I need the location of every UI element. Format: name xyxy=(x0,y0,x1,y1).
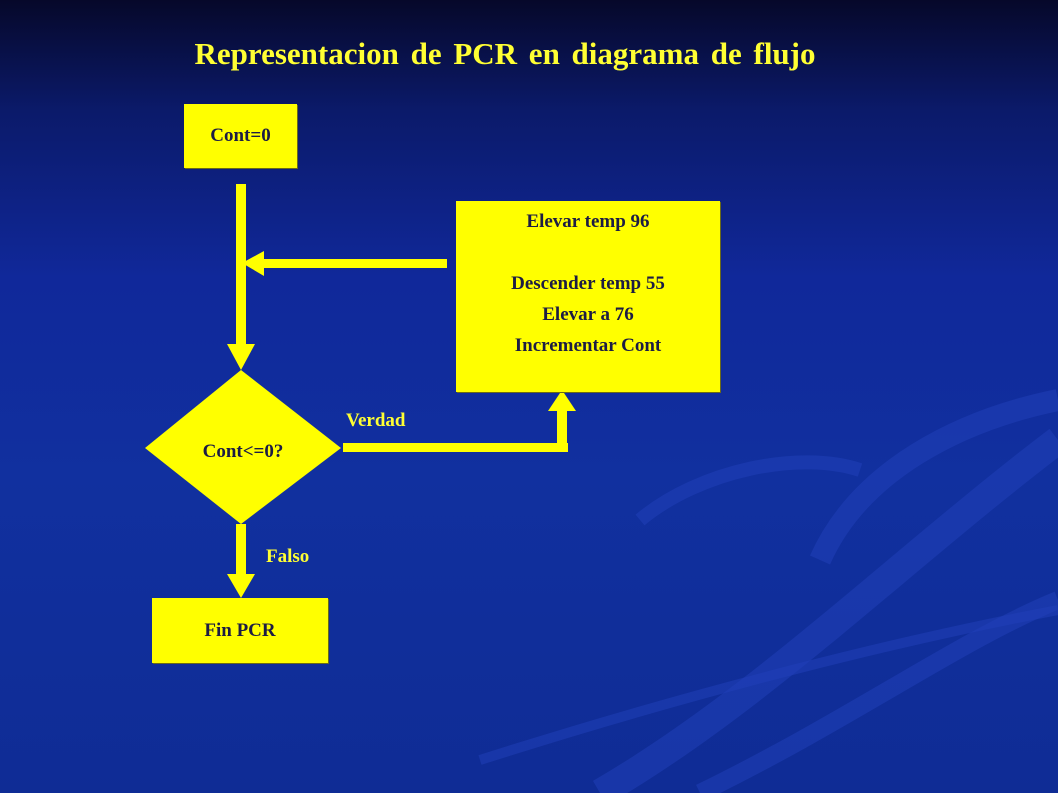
process-line-4: Incrementar Cont xyxy=(514,335,662,356)
flow-line-start-to-decision xyxy=(236,184,246,344)
flow-line-true-up xyxy=(557,410,567,452)
end-node-label: Fin PCR xyxy=(204,619,276,641)
arrowhead-loop-back xyxy=(242,251,264,276)
arrowhead-to-process xyxy=(548,390,576,411)
process-line-1: Elevar temp 96 xyxy=(526,211,650,232)
decision-node-label: Cont<=0? xyxy=(202,441,284,462)
page-title: Representacion de PCR en diagrama de flu… xyxy=(194,36,816,71)
flow-line-false-branch xyxy=(236,524,246,576)
false-branch-label: Falso xyxy=(266,546,310,567)
end-node: Fin PCR xyxy=(152,598,328,663)
start-node: Cont=0 xyxy=(184,104,297,168)
flow-line-true-branch xyxy=(343,443,568,452)
process-line-3: Elevar a 76 xyxy=(542,304,634,325)
process-node: Elevar temp 96 Descender temp 55 Elevar … xyxy=(456,201,720,392)
true-branch-label: Verdad xyxy=(346,410,406,431)
start-node-label: Cont=0 xyxy=(210,125,271,146)
arrowhead-to-decision xyxy=(227,344,255,370)
flow-line-loop-back xyxy=(264,259,447,268)
decision-diamond xyxy=(145,370,341,524)
arrowhead-to-end xyxy=(227,574,255,598)
process-line-2: Descender temp 55 xyxy=(511,273,665,294)
